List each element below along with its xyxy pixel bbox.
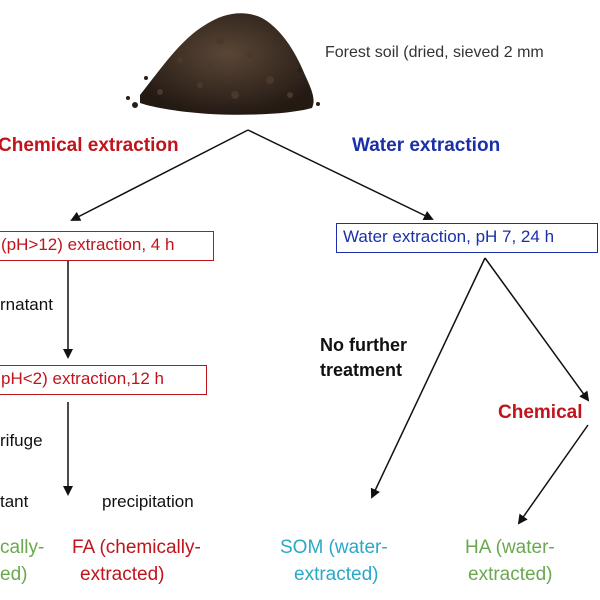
arrow-to-ha-water: [517, 424, 589, 525]
arrow-to-water: [247, 129, 434, 221]
som-water-line1: SOM (water-: [280, 537, 388, 558]
soil-label: Forest soil (dried, sieved 2 mm: [325, 44, 544, 61]
supernatant2-label: tant: [0, 492, 29, 511]
supernatant-label: rnatant: [0, 295, 53, 314]
water-extraction-heading: Water extraction: [352, 135, 501, 156]
no-further-treatment-line2: treatment: [320, 360, 403, 380]
chemical-right-label: Chemical: [498, 402, 583, 423]
fa-chem-line2: extracted): [80, 564, 165, 585]
arrow-to-chemical-right: [484, 257, 590, 402]
chemical-extraction-heading: Chemical extraction: [0, 135, 179, 156]
ha-water-line2: extracted): [468, 564, 553, 585]
centrifuge-label: rifuge: [0, 431, 43, 450]
ha-chem-line1: cally-: [0, 537, 45, 558]
ha-chem-line2: ed): [0, 564, 28, 585]
acid-extraction-box: pH<2) extraction,12 h: [0, 365, 207, 395]
ha-water-line1: HA (water-: [465, 537, 555, 558]
precipitation-label: precipitation: [102, 492, 194, 511]
arrow-to-chemical: [70, 129, 249, 221]
alkaline-extraction-box: (pH>12) extraction, 4 h: [0, 231, 214, 261]
water-extraction-box: Water extraction, pH 7, 24 h: [336, 223, 598, 253]
no-further-treatment-line1: No further: [320, 335, 407, 355]
fa-chem-line1: FA (chemically-: [72, 537, 201, 558]
som-water-line2: extracted): [294, 564, 379, 585]
arrow-to-som: [370, 257, 486, 499]
